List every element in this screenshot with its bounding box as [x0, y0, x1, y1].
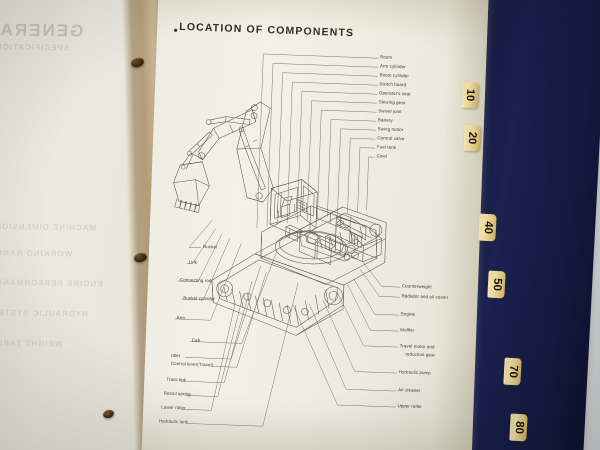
- index-tab-10[interactable]: 10: [461, 81, 479, 109]
- label-arm: Arm: [176, 314, 186, 321]
- page-content: LOCATION OF COMPONENTS: [141, 0, 489, 450]
- arm-cylinder: [206, 116, 251, 125]
- boom: [236, 101, 274, 203]
- label-reduction-gear: reduction gear: [405, 351, 436, 358]
- showthrough-line-5: WEIGHT TABLE: [0, 338, 63, 349]
- showthrough-subtitle: SPECIFICATIONS: [0, 42, 70, 53]
- label-air-cleaner: Air cleaner: [398, 387, 421, 393]
- hydraulic-and-fuel-tanks: [298, 230, 336, 265]
- label-fuel-tank: Fuel tank: [376, 144, 397, 150]
- leader-lines-bottom-right: [292, 261, 401, 408]
- index-tab-10-label: 10: [463, 88, 477, 102]
- index-tab-80-label: 80: [512, 420, 526, 435]
- engine-hood-cowl: [316, 205, 367, 241]
- label-boom: Boom: [380, 54, 393, 60]
- bucket-cylinder: [187, 131, 213, 156]
- showthrough-title: GENERAL: [0, 19, 84, 41]
- index-tab-70[interactable]: 70: [503, 357, 522, 386]
- label-cowl: Cowl: [376, 153, 387, 159]
- label-engine: Engine: [400, 311, 416, 317]
- index-tab-20[interactable]: 20: [463, 124, 481, 152]
- operator-seat: [277, 195, 296, 219]
- index-tab-80[interactable]: 80: [509, 413, 528, 442]
- index-tab-20-label: 20: [465, 131, 479, 145]
- label-cab: Cab: [191, 337, 201, 343]
- label-arm-cylinder: Arm cylinder: [379, 63, 406, 70]
- label-boom-cylinder: Boom cylinder: [379, 72, 410, 79]
- crawler-track-rear: [299, 206, 387, 262]
- label-switch-board: Switch board: [379, 81, 407, 88]
- bucket: [173, 161, 210, 213]
- label-recoil-spring: Recoil spring: [163, 390, 191, 397]
- index-tab-40[interactable]: 40: [478, 213, 497, 242]
- label-swing-motor: Swing motor: [377, 126, 404, 133]
- index-tab-40-label: 40: [481, 220, 495, 235]
- link-and-connecting-rod: [180, 153, 203, 170]
- label-counterweight: Counterweight: [401, 283, 432, 290]
- component-location-diagram: [141, 0, 489, 450]
- operator-cab: [269, 179, 318, 238]
- index-tab-50-label: 50: [490, 277, 504, 292]
- showthrough-line-2: WORKING RANGE: [0, 248, 73, 259]
- upper-structure-frame: [260, 205, 378, 285]
- arm: [198, 109, 258, 161]
- leader-lines-top-right: [256, 53, 379, 229]
- label-upper-roller: Upper roller: [397, 403, 422, 410]
- showthrough-line-1: MACHINE DIMENSIONS: [0, 221, 97, 233]
- showthrough-line-3: ENGINE PERFORMANCE: [0, 277, 103, 289]
- right-page: LOCATION OF COMPONENTS: [141, 0, 489, 450]
- excavator-line-drawing: [173, 53, 401, 427]
- label-bucket: Bucket: [203, 243, 218, 250]
- battery: [285, 224, 303, 242]
- index-tab-50[interactable]: 50: [487, 270, 506, 299]
- control-valve-block: [324, 233, 359, 261]
- index-tab-70-label: 70: [506, 364, 520, 379]
- muffler: [336, 220, 350, 229]
- label-swivel-joint: Swivel joint: [378, 108, 402, 115]
- air-cleaner: [352, 239, 359, 244]
- label-battery: Battery: [377, 117, 393, 123]
- label-control-valve: Control valve: [377, 135, 405, 142]
- switch-board: [296, 199, 308, 212]
- label-slewing-gear: Slewing gear: [378, 99, 406, 106]
- label-track-link: Track link: [166, 376, 187, 383]
- leader-lines-left: [174, 220, 299, 427]
- label-muffler: Muffler: [400, 327, 415, 333]
- radiator-oil-cooler: [349, 231, 362, 248]
- boom-cylinder: [238, 126, 266, 191]
- showthrough-line-4: HYDRAULIC SYSTEM: [0, 307, 88, 319]
- crawler-track: [211, 253, 345, 336]
- label-link: Link: [188, 259, 198, 265]
- label-idler: Idler: [171, 352, 181, 359]
